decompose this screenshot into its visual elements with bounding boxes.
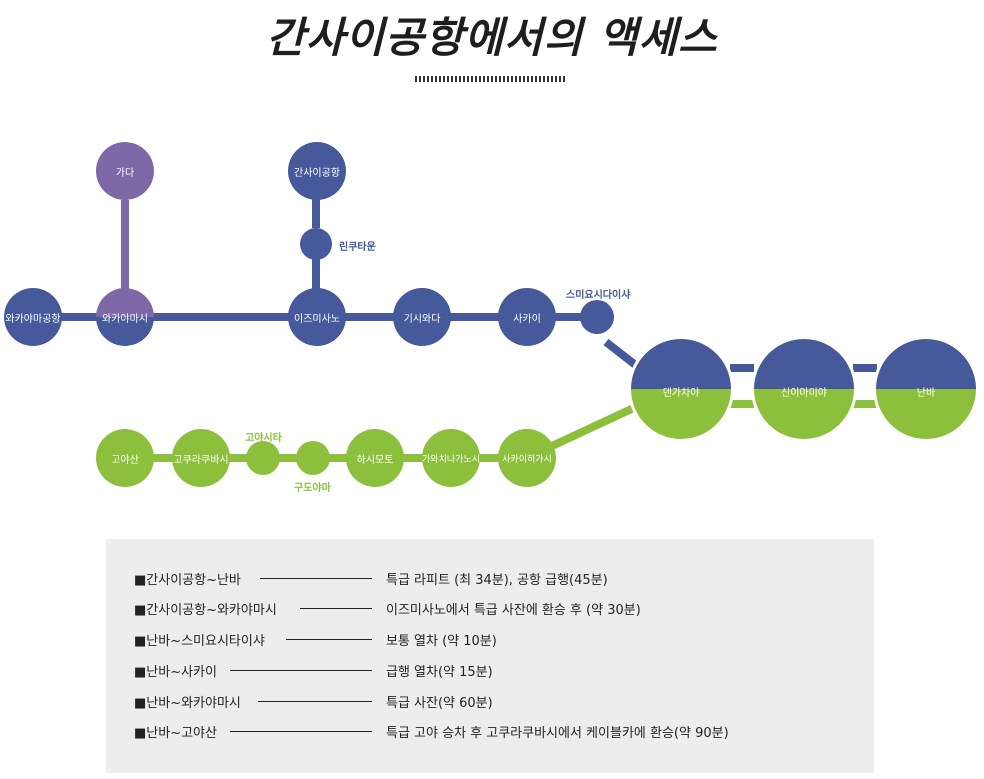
line-blue-wakayamashi-izumisano <box>150 313 292 321</box>
station-kawachinagano[interactable]: 가와치나가노시 <box>422 429 480 487</box>
route-name: ■난바~와카야마시 <box>134 696 241 711</box>
route-name: ■난바~사카이 <box>134 665 217 680</box>
line-green-kudoyama-hashimoto <box>326 454 352 462</box>
route-detail: 특급 라피트 (최 34분), 공항 급행(45분) <box>386 573 608 588</box>
route-divider <box>230 731 372 732</box>
station-label: 기시와다 <box>403 313 441 325</box>
route-divider <box>260 578 372 579</box>
line-blue-wakayama-airport-wakayamashi <box>60 313 104 321</box>
line-green-tengachaya-shinimamiya <box>730 400 754 408</box>
station-label: 이즈미사노 <box>294 313 340 325</box>
station-koyashita[interactable] <box>246 441 280 475</box>
route-detail: 특급 고야 승차 후 고쿠라쿠바시에서 케이블카에 환승(약 90분) <box>386 726 729 741</box>
station-label: 난바 <box>916 387 936 399</box>
koyashita-label: 고야시타 <box>245 433 282 444</box>
line-green-shinimamiya-namba <box>853 400 877 408</box>
station-namba[interactable]: 난바 <box>873 336 979 442</box>
line-green-koyashita-kudoyama <box>276 454 300 462</box>
station-label: 가와치나가노시 <box>422 454 480 465</box>
line-green-kawachinagano-sakaihigashi <box>476 454 502 462</box>
route-divider <box>300 608 372 609</box>
route-name: ■간사이공항~와카야마시 <box>134 603 277 618</box>
route-detail: 보통 열차 (약 10분) <box>386 634 497 649</box>
line-blue-izumisano-kishiwada <box>342 313 398 321</box>
line-purple-gada-wakayamashi <box>121 200 129 290</box>
sumiyoshitaisha-label: 스미요시다이샤 <box>566 290 631 301</box>
station-label: 사카이 <box>513 313 541 325</box>
station-label: 와카야마공항 <box>5 313 61 325</box>
line-blue-tengachaya-shinimamiya <box>730 364 754 372</box>
line-blue-shinimamiya-namba <box>853 364 877 372</box>
station-label: 가다 <box>115 167 135 179</box>
route-name: ■난바~스미요시타이샤 <box>134 634 265 649</box>
station-label: 고야산 <box>111 454 139 466</box>
page-title: 간사이공항에서의 액세스 <box>266 13 718 62</box>
line-blue-airport-rinku <box>312 198 320 228</box>
station-wakayamashi[interactable]: 와카야마시 <box>96 288 154 346</box>
line-green-hashimoto-kawachinagano <box>400 454 426 462</box>
station-gada[interactable]: 가다 <box>96 142 154 200</box>
station-label: 덴가차야 <box>662 387 700 399</box>
line-blue-kishiwada-sakai <box>446 313 502 321</box>
station-kishiwada[interactable]: 기시와다 <box>393 288 451 346</box>
station-sakaihigashi[interactable]: 사카이히가시 <box>498 429 556 487</box>
station-rinku-town[interactable] <box>300 228 332 260</box>
route-name: ■간사이공항~난바 <box>134 573 241 588</box>
route-detail: 이즈미사노에서 특급 사잔에 환승 후 (약 30분) <box>386 603 641 618</box>
line-green-koyasan-gokurakubashi <box>150 454 176 462</box>
station-tengachaya[interactable]: 덴가차야 <box>628 336 734 442</box>
route-info-box: ■간사이공항~난바 특급 라피트 (최 34분), 공항 급행(45분) ■간사… <box>106 539 874 773</box>
line-blue-sakai-sumiyoshitaisha <box>552 313 582 321</box>
station-shin-imamiya[interactable]: 신이마미야 <box>751 336 857 442</box>
station-gokurakubashi[interactable]: 고쿠라쿠바시 <box>172 429 230 487</box>
station-sakai[interactable]: 사카이 <box>498 288 556 346</box>
line-green-sakaihigashi-tengachaya <box>550 404 636 450</box>
station-izumisano[interactable]: 이즈미사노 <box>288 288 346 346</box>
station-kansai-airport[interactable]: 간사이공항 <box>288 142 346 200</box>
station-koyasan[interactable]: 고야산 <box>96 429 154 487</box>
line-blue-rinku-izumisano <box>312 258 320 290</box>
station-label: 간사이공항 <box>294 167 340 179</box>
station-label: 사카이히가시 <box>502 454 552 465</box>
station-wakayama-airport[interactable]: 와카야마공항 <box>4 288 62 346</box>
station-label: 와카야마시 <box>102 313 148 325</box>
route-detail: 급행 열차(약 15분) <box>386 665 493 680</box>
station-label: 신이마미야 <box>781 387 827 399</box>
route-detail: 특급 사잔(약 60분) <box>386 696 493 711</box>
station-label: 하시모토 <box>356 454 394 466</box>
title-underline <box>415 76 565 82</box>
kudoyama-label: 구도야마 <box>294 483 331 494</box>
station-sumiyoshitaisha[interactable] <box>580 300 614 334</box>
station-label: 고쿠라쿠바시 <box>173 454 229 466</box>
route-name: ■난바~고야산 <box>134 726 217 741</box>
route-divider <box>230 670 372 671</box>
station-hashimoto[interactable]: 하시모토 <box>346 429 404 487</box>
route-divider <box>286 639 372 640</box>
station-kudoyama[interactable] <box>296 441 330 475</box>
route-divider <box>258 701 372 702</box>
rinku-town-label: 린쿠타운 <box>339 242 376 253</box>
line-green-gokurakubashi-koyashita <box>226 454 252 462</box>
